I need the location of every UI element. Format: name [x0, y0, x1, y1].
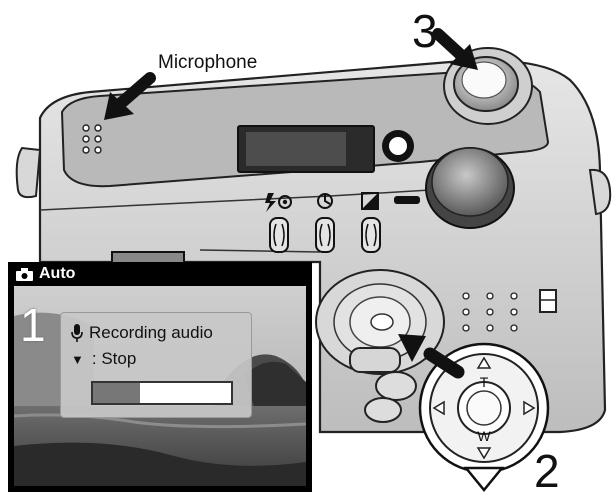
- step-3-number: 3: [412, 5, 438, 57]
- recording-audio-panel: Recording audio ▼ : Stop: [60, 312, 252, 418]
- exposure-compensation-icon: [361, 192, 379, 210]
- recording-progress-bar: [91, 381, 233, 405]
- step-2-number: 2: [534, 445, 560, 497]
- arrow-to-controller: [398, 334, 465, 379]
- arrow-to-shutter-button: [432, 28, 478, 70]
- self-timer-icon: [317, 193, 333, 209]
- four-way-controller: T W: [418, 342, 550, 474]
- recording-progress-fill: [93, 383, 140, 403]
- arrow-to-microphone: [104, 72, 156, 120]
- frame-number: 1: [20, 299, 46, 351]
- camera-icon: [16, 267, 33, 281]
- microphone-icon: [71, 324, 83, 342]
- wide-label: W: [477, 428, 491, 444]
- flash-icon: [265, 193, 292, 212]
- mode-label: Auto: [39, 265, 76, 282]
- recording-audio-text: Recording audio: [89, 323, 213, 342]
- lcd-header: Auto: [8, 262, 312, 286]
- microphone-label: Microphone: [158, 52, 258, 73]
- down-triangle-icon: ▼: [71, 351, 84, 367]
- tele-label: T: [480, 374, 489, 390]
- stop-text: : Stop: [91, 349, 137, 368]
